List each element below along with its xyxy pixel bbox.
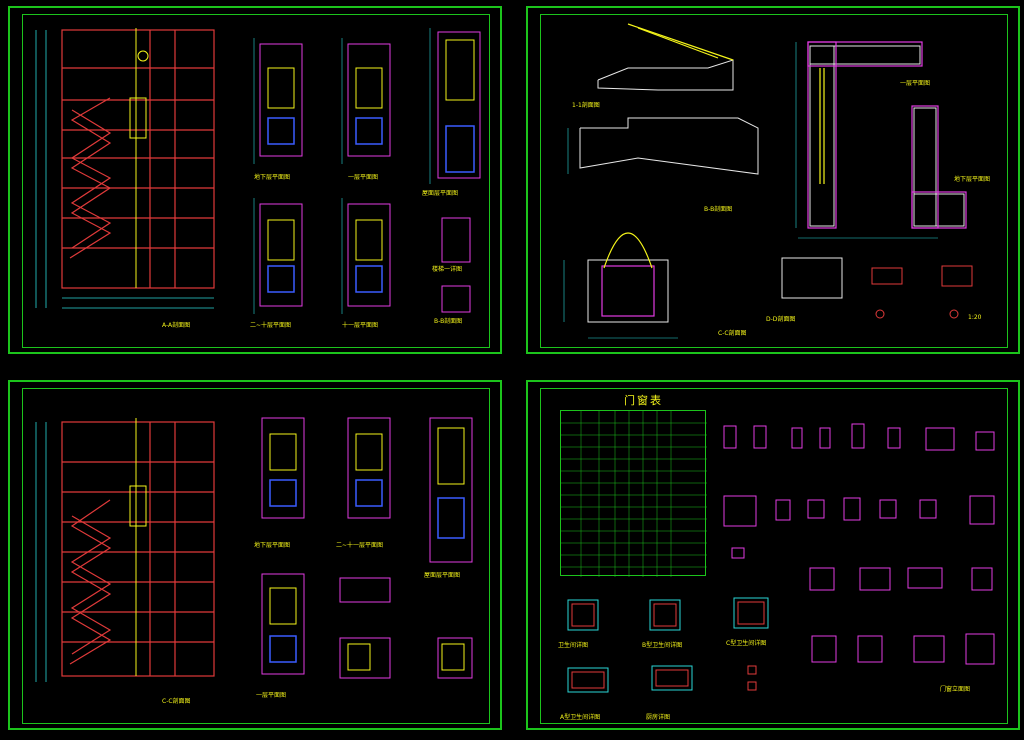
drawing-sheet-2: 1-1剖面图 B-B剖面图 C-C剖面图 一层平面图 地下层平面图 D-D剖面图…: [526, 6, 1020, 354]
sheet-1-title-first: 一层平面图: [348, 174, 379, 181]
door-window-table-grid: [561, 411, 707, 577]
sheet-1-title-stair1: 楼梯一详图: [432, 266, 463, 273]
sheet-2-title-section2: B-B剖面图: [704, 206, 733, 213]
sheet-1-inner-frame: [22, 14, 490, 348]
sheet-1-title-stair2: B-B剖面图: [434, 318, 463, 325]
sheet-1-title-basement: 地下层平面图: [254, 174, 291, 181]
sheet-4-title-room1: 卫生间详图: [558, 642, 589, 649]
sheet-2-title-detail: D-D剖面图: [766, 316, 796, 323]
drawing-sheet-1: A-A剖面图 地下层平面图 一层平面图 屋面层平面图 二~十层平面图 十一层平面…: [8, 6, 502, 354]
sheet-3-inner-frame: [22, 388, 490, 724]
sheet-1-title-floor2-10: 二~十层平面图: [250, 322, 292, 329]
door-window-table: [560, 410, 707, 577]
sheet-2-title-plan1: 一层平面图: [900, 80, 931, 87]
sheet-1-drawing: [35, 28, 481, 314]
sheet-4-title-room2: B型卫生间详图: [642, 642, 683, 649]
sheet-4-title-room5: 厨房详图: [646, 714, 671, 721]
sheet-4-title-room3: C型卫生间详图: [726, 640, 767, 647]
drawing-sheet-3: C-C剖面图 地下层平面图 二~十一层平面图 屋面层平面图 一层平面图: [8, 380, 502, 730]
sheet-3-title-roof: 屋面层平面图: [424, 572, 461, 579]
sheet-3-title-floor2-11: 二~十一层平面图: [336, 542, 384, 549]
sheet-3-title-first: 一层平面图: [256, 692, 287, 699]
sheet-2-scale-detail: 1:20: [968, 314, 982, 321]
sheet-4-drawing: [567, 423, 995, 693]
sheet-1-title-roof: 屋面层平面图: [422, 190, 459, 197]
drawing-sheet-4: 门窗表: [526, 380, 1020, 730]
sheet-4-inner-frame: [540, 388, 1008, 724]
sheet-2-title-plan2: 地下层平面图: [954, 176, 991, 183]
sheet-4-title-room4: A型卫生间详图: [560, 714, 601, 721]
sheet-1-title-section: A-A剖面图: [162, 322, 191, 329]
sheet-2-title-section3: C-C剖面图: [718, 330, 747, 337]
sheet-3-drawing: [35, 417, 473, 682]
sheet-2-drawing: [563, 23, 973, 339]
sheet-2-title-section1: 1-1剖面图: [572, 102, 600, 109]
door-window-elevation-title: 门窗立面图: [940, 686, 971, 693]
sheet-3-title-section: C-C剖面图: [162, 698, 191, 705]
sheet-3-title-basement: 地下层平面图: [254, 542, 291, 549]
sheet-1-title-floor11: 十一层平面图: [342, 322, 379, 329]
door-window-table-title: 门窗表: [624, 394, 663, 407]
sheet-2-inner-frame: [540, 14, 1008, 348]
